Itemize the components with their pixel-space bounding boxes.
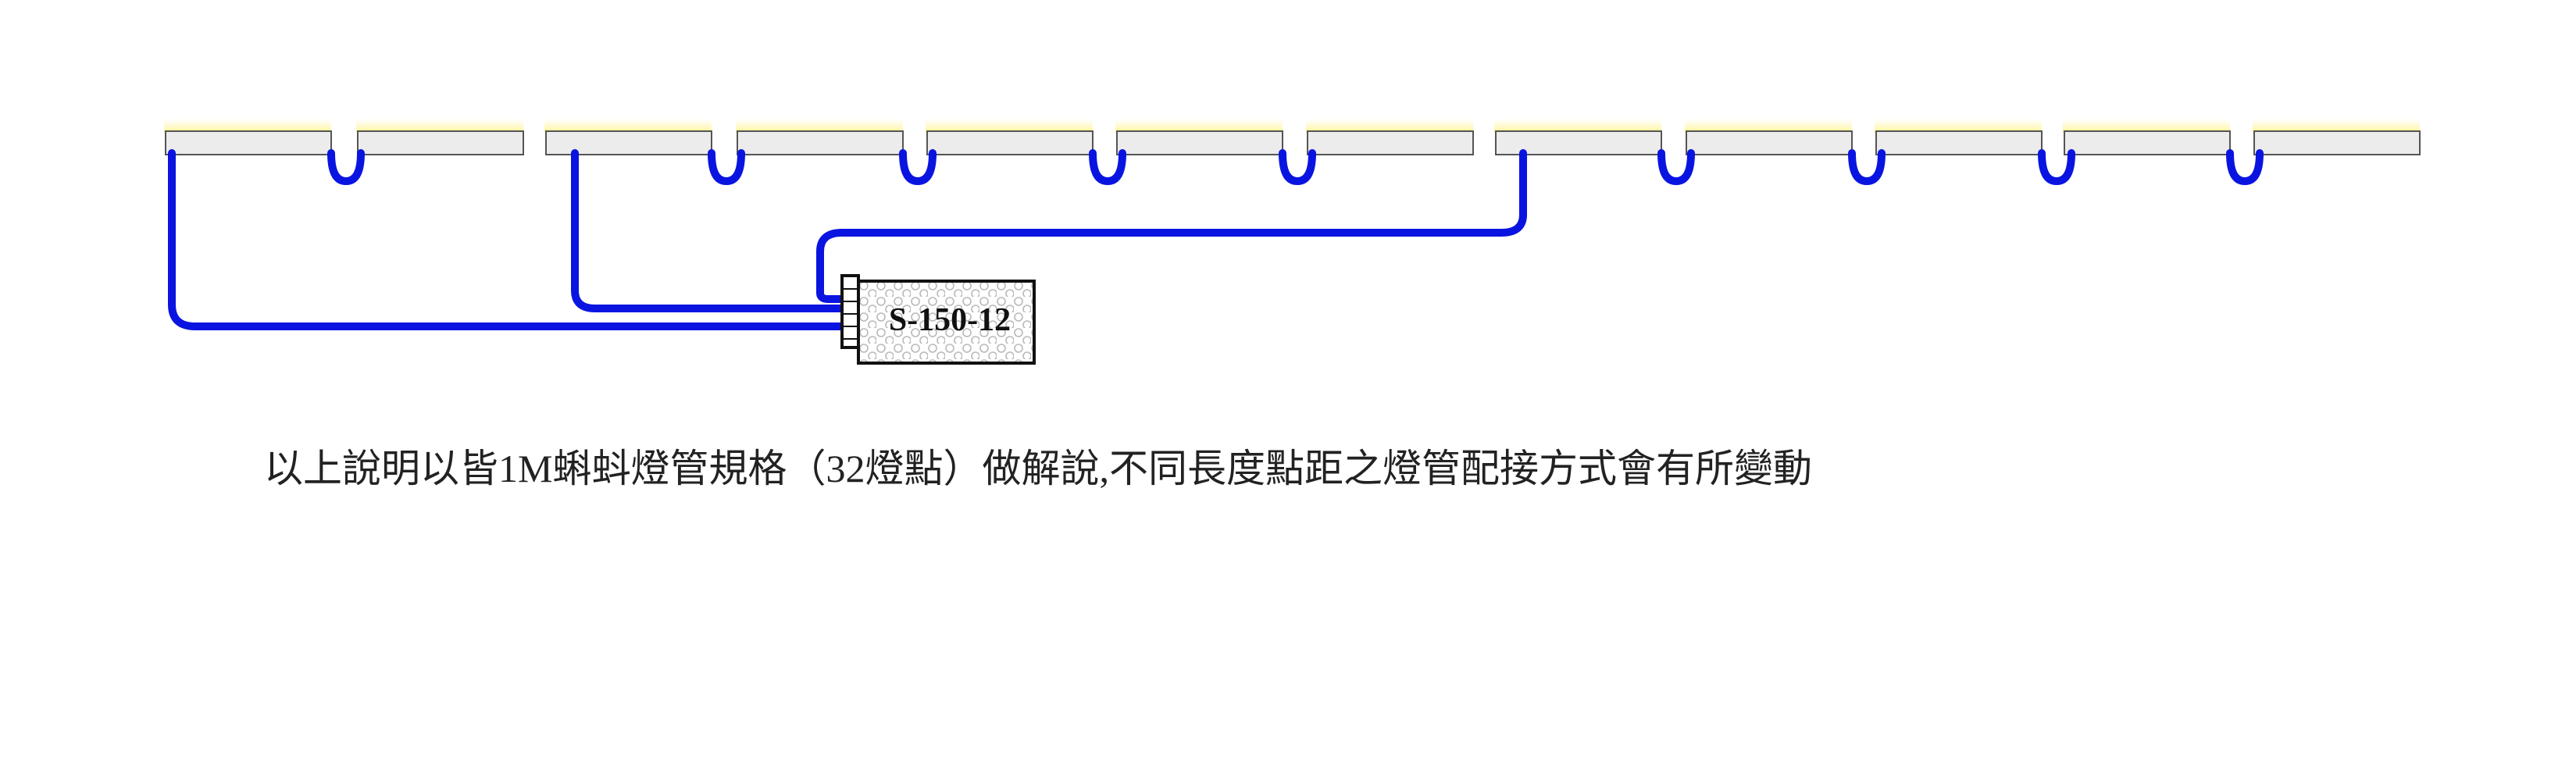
jumper-cable — [2226, 149, 2264, 186]
feed-cable-group-3 — [816, 149, 1527, 303]
jumper-cable — [1089, 149, 1126, 186]
led-tube — [1115, 117, 1283, 155]
jumper-cable — [327, 149, 365, 186]
jumper-cable — [708, 149, 745, 186]
led-tube — [2253, 117, 2421, 155]
led-tube — [356, 117, 524, 155]
led-tube — [1875, 117, 2043, 155]
feed-cable-group-1 — [168, 149, 851, 330]
terminal-block — [840, 274, 860, 349]
caption-note: 以上說明以皆1M蝌蚪燈管規格（32燈點）做解說,不同長度點距之燈管配接方式會有所… — [0, 437, 2576, 494]
led-tube-row — [164, 117, 2421, 155]
jumper-cable — [1279, 149, 1316, 186]
feed-cables — [168, 149, 1527, 330]
jumper-cable — [899, 149, 937, 186]
power-supply: S-150-12 — [840, 274, 1036, 365]
jumper-cable — [1657, 149, 1695, 186]
caption-text: 以上說明以皆1M蝌蚪燈管規格（32燈點）做解說,不同長度點距之燈管配接方式會有所… — [264, 447, 1812, 490]
led-tube — [2063, 117, 2231, 155]
led-tube — [544, 117, 712, 155]
jumper-cables — [327, 149, 2264, 186]
led-tube — [1494, 117, 1662, 155]
led-tube — [1306, 117, 1474, 155]
jumper-cable — [1848, 149, 1886, 186]
led-tube — [736, 117, 904, 155]
led-tube — [164, 117, 332, 155]
jumper-cable — [2038, 149, 2075, 186]
feed-cable-group-2 — [571, 149, 851, 312]
led-tube — [1685, 117, 1853, 155]
led-tube — [926, 117, 1094, 155]
power-supply-model-label: S-150-12 — [889, 302, 1011, 338]
